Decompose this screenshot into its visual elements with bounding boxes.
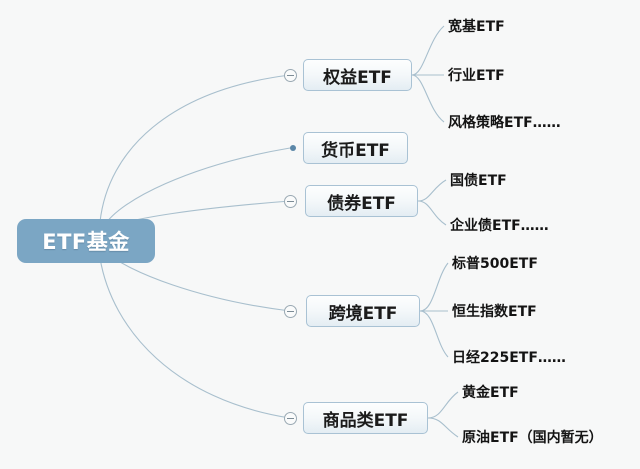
- branch-node-commodity[interactable]: 商品类ETF: [303, 402, 428, 434]
- edge-equity-c3: [411, 74, 445, 123]
- collapse-minus-icon: [287, 201, 294, 202]
- leaf-node-crude-oil[interactable]: 原油ETF（国内暂无）: [462, 427, 603, 447]
- collapse-minus-icon: [287, 75, 294, 76]
- leaf-node-corporate-bond[interactable]: 企业债ETF……: [450, 215, 549, 235]
- leaf-node-sp500[interactable]: 标普500ETF: [452, 253, 538, 273]
- leaf-node-label: 风格策略ETF……: [448, 115, 561, 131]
- collapse-toggle-equity[interactable]: [284, 69, 297, 82]
- edge-bond-c2: [417, 200, 447, 226]
- leaf-node-label: 恒生指数ETF: [452, 304, 537, 320]
- leaf-node-nikkei225[interactable]: 日经225ETF……: [452, 347, 566, 367]
- edge-root-equity: [99, 74, 291, 223]
- edge-root-money: [103, 147, 291, 227]
- collapse-minus-icon: [287, 311, 294, 312]
- leaf-node-treasury-bond[interactable]: 国债ETF: [450, 170, 507, 190]
- edge-bond-c1: [417, 179, 447, 202]
- edge-cross-c1: [419, 262, 449, 312]
- branch-node-cross-border[interactable]: 跨境ETF: [306, 295, 420, 327]
- leaf-node-gold[interactable]: 黄金ETF: [462, 382, 519, 402]
- branch-node-label: 权益ETF: [323, 67, 392, 88]
- edge-commodity-c2: [427, 417, 459, 438]
- leaf-node-hang-seng[interactable]: 恒生指数ETF: [452, 301, 537, 321]
- leaf-node-label: 宽基ETF: [448, 19, 505, 35]
- leaf-node-label: 国债ETF: [450, 173, 507, 189]
- branch-node-bond[interactable]: 债券ETF: [305, 185, 418, 217]
- leaf-dot-icon-money[interactable]: [290, 145, 296, 151]
- edge-equity-c1: [411, 25, 445, 76]
- branch-node-label: 跨境ETF: [328, 303, 398, 324]
- collapse-toggle-bond[interactable]: [284, 195, 297, 208]
- root-node-etf-fund[interactable]: ETF基金: [17, 219, 155, 263]
- leaf-node-label: 日经225ETF……: [452, 350, 566, 366]
- edge-root-commodity: [99, 257, 291, 419]
- branch-node-equity[interactable]: 权益ETF: [303, 59, 412, 91]
- leaf-node-label: 标普500ETF: [452, 256, 538, 272]
- collapse-minus-icon: [287, 418, 294, 419]
- branch-node-label: 货币ETF: [321, 140, 390, 161]
- leaf-node-industry[interactable]: 行业ETF: [448, 65, 505, 85]
- leaf-node-label: 黄金ETF: [462, 385, 519, 401]
- leaf-node-broad-based[interactable]: 宽基ETF: [448, 16, 505, 36]
- collapse-toggle-cross-border[interactable]: [284, 305, 297, 318]
- edge-commodity-c1: [427, 391, 459, 419]
- leaf-node-style-strategy[interactable]: 风格策略ETF……: [448, 112, 561, 132]
- root-node-label: ETF基金: [42, 230, 130, 254]
- edge-cross-c3: [419, 310, 449, 358]
- leaf-node-label: 原油ETF（国内暂无）: [462, 430, 603, 446]
- branch-node-label: 债券ETF: [327, 193, 396, 214]
- leaf-node-label: 企业债ETF……: [450, 218, 549, 234]
- branch-node-money[interactable]: 货币ETF: [303, 132, 408, 164]
- leaf-node-label: 行业ETF: [448, 68, 505, 84]
- collapse-toggle-commodity[interactable]: [284, 412, 297, 425]
- branch-node-label: 商品类ETF: [322, 410, 409, 431]
